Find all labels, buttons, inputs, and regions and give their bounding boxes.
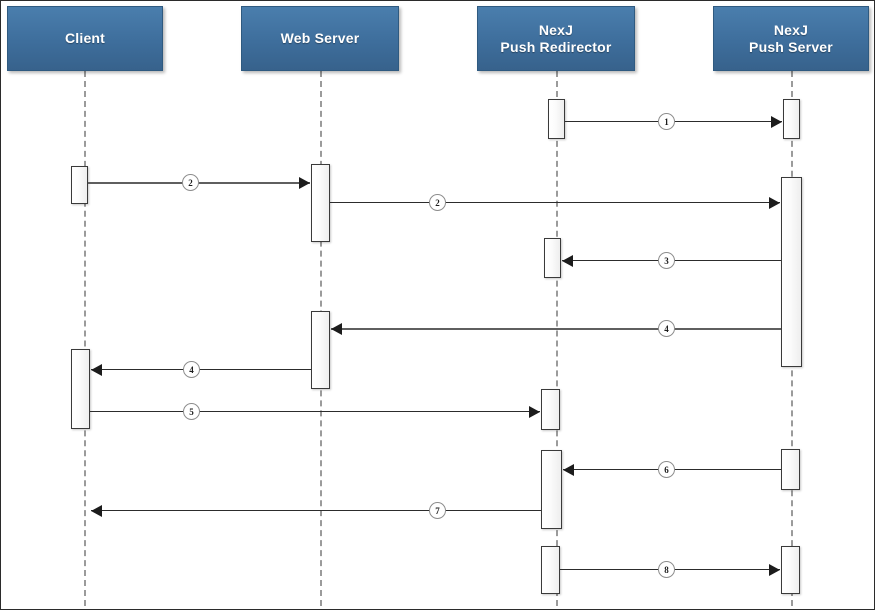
message-badge-7: 7 xyxy=(429,502,446,519)
message-badge-2: 2 xyxy=(429,194,446,211)
message-badge-3: 3 xyxy=(658,252,675,269)
message-line-7-redirector-to-client xyxy=(91,510,541,511)
activation-bar-redirector xyxy=(541,546,560,594)
activation-bar-client xyxy=(71,166,88,204)
message-badge-6: 6 xyxy=(658,461,675,478)
arrow-head-1-right xyxy=(771,116,782,128)
message-badge-4: 4 xyxy=(658,320,675,337)
arrow-head-2-right xyxy=(299,177,310,189)
lifeline-redirector xyxy=(556,71,558,606)
arrow-head-4-left xyxy=(331,323,342,335)
message-line-2-client-to-web-server xyxy=(88,182,310,184)
activation-bar-redirector xyxy=(541,389,560,430)
message-badge-4: 4 xyxy=(183,361,200,378)
arrow-head-8-right xyxy=(769,564,780,576)
arrow-head-5-right xyxy=(529,406,540,418)
activation-bar-push-server xyxy=(781,546,800,594)
message-line-4-web-server-to-client xyxy=(91,369,311,370)
message-badge-5: 5 xyxy=(183,403,200,420)
arrow-head-7-left xyxy=(91,505,102,517)
activation-bar-redirector xyxy=(541,450,562,529)
activation-bar-redirector xyxy=(548,99,565,139)
participant-box-redirector[interactable]: NexJ Push Redirector xyxy=(477,6,635,71)
activation-bar-redirector xyxy=(544,238,561,278)
message-line-2-web-server-to-push-server xyxy=(330,202,780,203)
message-badge-1: 1 xyxy=(658,113,675,130)
message-badge-8: 8 xyxy=(658,561,675,578)
activation-bar-push-server xyxy=(781,177,802,367)
message-line-5-client-to-redirector xyxy=(90,411,540,412)
participant-box-web-server[interactable]: Web Server xyxy=(241,6,399,71)
arrow-head-6-left xyxy=(563,464,574,476)
participant-box-push-server[interactable]: NexJ Push Server xyxy=(713,6,869,71)
lifeline-client xyxy=(84,71,86,606)
arrow-head-4-left xyxy=(91,364,102,376)
activation-bar-client xyxy=(71,349,90,429)
arrow-head-3-left xyxy=(562,255,573,267)
activation-bar-web-server xyxy=(311,311,330,389)
arrow-head-2-right xyxy=(769,197,780,209)
message-line-4-push-server-to-web-server xyxy=(331,328,781,330)
activation-bar-push-server xyxy=(781,449,800,490)
activation-bar-web-server xyxy=(311,164,330,242)
participant-box-client[interactable]: Client xyxy=(7,6,163,71)
message-badge-2: 2 xyxy=(182,174,199,191)
activation-bar-push-server xyxy=(783,99,800,139)
